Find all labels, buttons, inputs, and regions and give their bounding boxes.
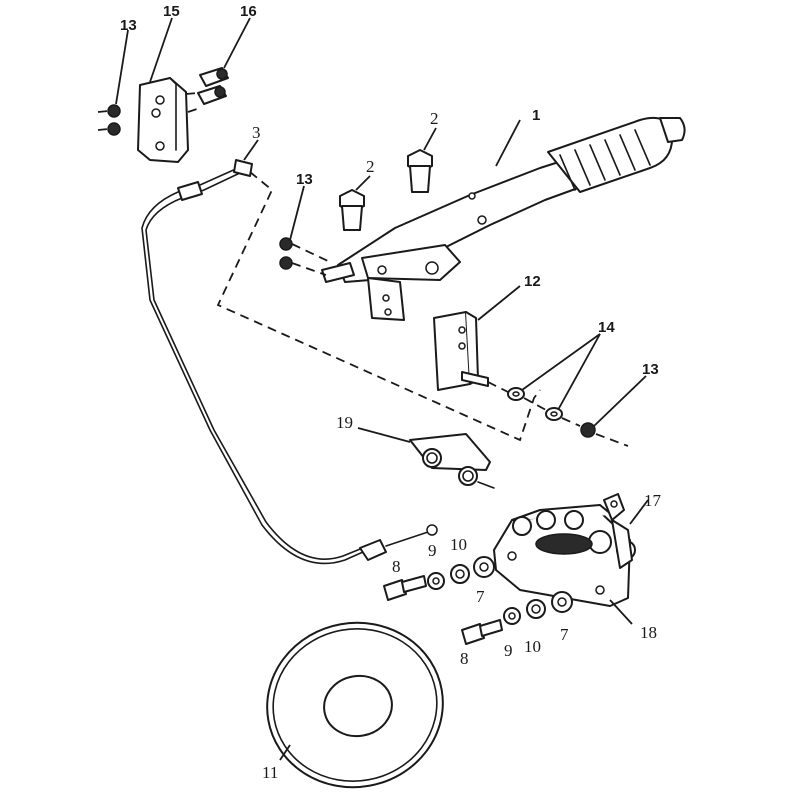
fastener-row-lower — [461, 591, 573, 645]
mounting-bracket-plate — [137, 77, 189, 163]
hand-brake-lever — [321, 116, 686, 321]
callout-2-left: 2 — [366, 157, 375, 176]
callout-9-upper: 9 — [428, 541, 437, 560]
washers — [507, 387, 563, 421]
callout-13-right: 13 — [642, 361, 659, 378]
callout-7-lower: 7 — [560, 625, 569, 644]
bolt-right — [407, 149, 433, 193]
callout-13-middle: 13 — [296, 171, 313, 188]
spring-clip — [409, 433, 495, 489]
lock-nut — [487, 381, 629, 447]
brake-disc — [266, 621, 444, 789]
callout-10-upper: 10 — [450, 535, 467, 554]
callout-18: 18 — [640, 623, 657, 642]
bracket-bolts — [185, 67, 229, 113]
callout-13-top: 13 — [120, 17, 137, 34]
bolt-left — [339, 189, 365, 231]
adjuster-bolt — [603, 493, 633, 569]
callout-1: 1 — [532, 107, 540, 124]
lever-bracket — [433, 311, 489, 391]
callout-7-upper: 7 — [476, 587, 485, 606]
callout-2-right: 2 — [430, 109, 439, 128]
callout-labels: 13 15 16 3 1 2 2 13 12 14 13 19 17 18 8 … — [120, 3, 662, 782]
callout-16: 16 — [240, 3, 257, 20]
callout-14: 14 — [598, 319, 615, 336]
brake-cable — [141, 159, 438, 565]
bracket-nuts — [97, 104, 121, 136]
assembly-path-line — [216, 171, 541, 442]
callout-3: 3 — [252, 123, 261, 142]
callout-8-upper: 8 — [392, 557, 401, 576]
callout-12: 12 — [524, 273, 541, 290]
leader-lines — [115, 17, 649, 761]
callout-17: 17 — [644, 491, 662, 510]
callout-11: 11 — [262, 763, 278, 782]
callout-10-lower: 10 — [524, 637, 541, 656]
callout-8-lower: 8 — [460, 649, 469, 668]
callout-9-lower: 9 — [504, 641, 513, 660]
callout-15: 15 — [163, 3, 180, 20]
fastener-row-upper — [383, 556, 495, 601]
lever-nuts — [279, 237, 331, 276]
callout-19: 19 — [336, 413, 353, 432]
